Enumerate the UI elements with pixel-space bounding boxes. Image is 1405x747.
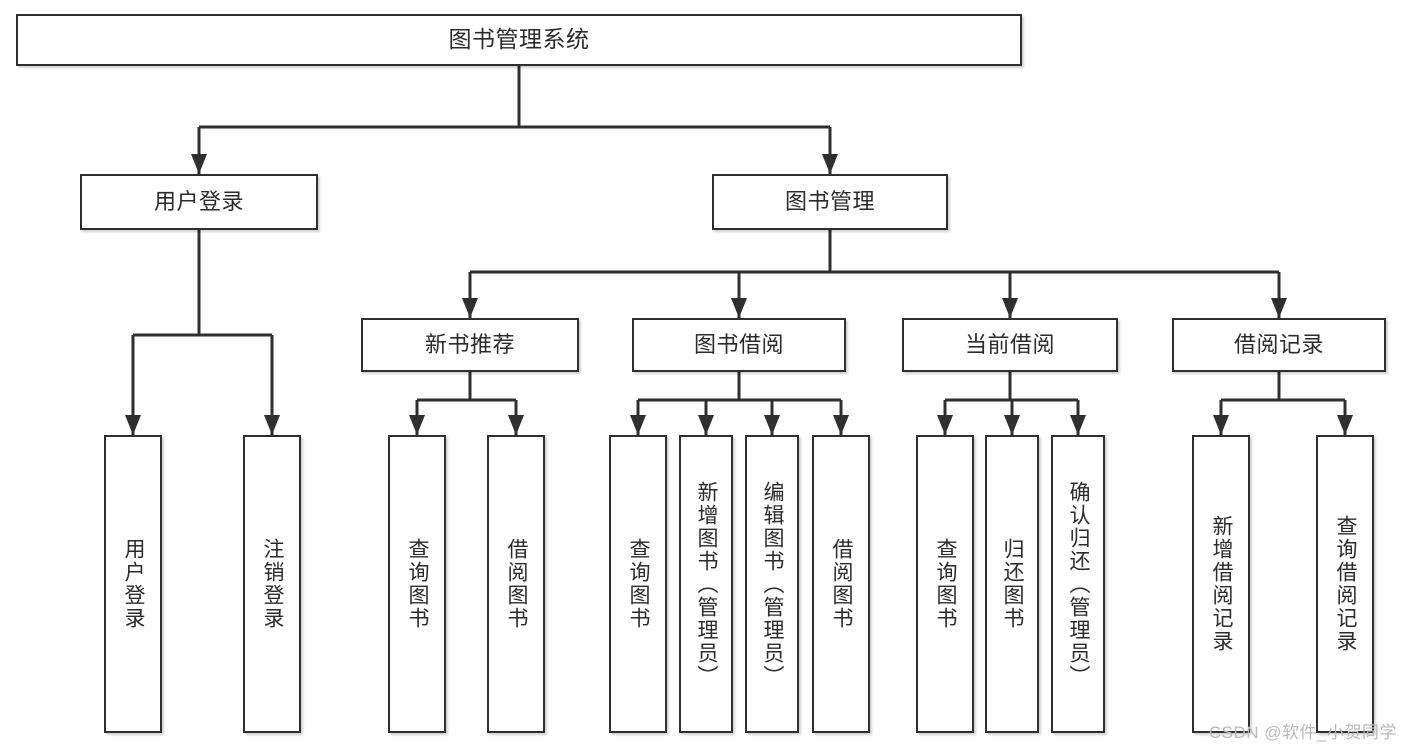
node-label: 图书借阅	[693, 332, 784, 358]
arrow-leaf-confirm-icon	[1070, 415, 1086, 435]
node-leaf-add-book[interactable]: 新增图书（管理员）	[679, 435, 733, 733]
node-label: 借阅图书	[829, 538, 853, 630]
node-label: 图书管理	[784, 189, 875, 215]
arrow-leaf-borrow-2-icon	[833, 415, 849, 435]
arrow-leaf-query-1-icon	[409, 415, 425, 435]
node-label: 注销登录	[260, 538, 284, 630]
node-leaf-query-1[interactable]: 查询图书	[388, 435, 446, 733]
node-label: 用户登录	[153, 189, 244, 215]
node-leaf-borrow-2[interactable]: 借阅图书	[812, 435, 870, 733]
arrow-leaf-return-icon	[1004, 415, 1020, 435]
node-leaf-add-record[interactable]: 新增借阅记录	[1192, 435, 1250, 733]
arrow-leaf-user-login-icon	[125, 415, 141, 435]
csdn-watermark: CSDN @软件_小贺同学	[1208, 723, 1397, 742]
arrow-user-login-icon	[191, 154, 207, 174]
arrow-book-borrow-icon	[731, 298, 747, 318]
node-current-borrow[interactable]: 当前借阅	[902, 318, 1118, 372]
node-label: 查询图书	[933, 538, 957, 630]
node-label: 用户登录	[121, 538, 145, 630]
node-leaf-edit-book[interactable]: 编辑图书（管理员）	[745, 435, 799, 733]
node-label: 编辑图书（管理员）	[760, 480, 784, 688]
node-label: 当前借阅	[964, 332, 1055, 358]
node-label: 确认归还（管理员）	[1066, 480, 1090, 688]
node-label: 新增借阅记录	[1209, 515, 1233, 653]
node-label: 新书推荐	[424, 332, 515, 358]
node-leaf-return[interactable]: 归还图书	[985, 435, 1039, 733]
arrow-leaf-query-3-icon	[937, 415, 953, 435]
node-label: 图书管理系统	[448, 26, 590, 53]
node-leaf-user-login[interactable]: 用户登录	[104, 435, 162, 733]
node-label: 归还图书	[1000, 538, 1024, 630]
node-leaf-logout[interactable]: 注销登录	[243, 435, 301, 733]
arrow-current-borrow-icon	[1002, 298, 1018, 318]
arrow-leaf-add-record-icon	[1213, 415, 1229, 435]
arrow-borrow-record-icon	[1271, 298, 1287, 318]
node-label: 借阅记录	[1233, 332, 1324, 358]
node-label: 借阅图书	[504, 538, 528, 630]
node-book-borrow[interactable]: 图书借阅	[632, 318, 846, 372]
node-leaf-query-2[interactable]: 查询图书	[609, 435, 667, 733]
node-leaf-borrow-1[interactable]: 借阅图书	[487, 435, 545, 733]
arrow-leaf-borrow-1-icon	[508, 415, 524, 435]
node-user-login[interactable]: 用户登录	[80, 174, 318, 230]
node-book-manage[interactable]: 图书管理	[712, 174, 948, 230]
node-root[interactable]: 图书管理系统	[16, 14, 1022, 66]
node-borrow-record[interactable]: 借阅记录	[1172, 318, 1386, 372]
arrow-leaf-edit-book-icon	[764, 415, 780, 435]
node-new-book-rec[interactable]: 新书推荐	[361, 318, 579, 372]
node-label: 查询借阅记录	[1333, 515, 1357, 653]
arrow-leaf-query-2-icon	[630, 415, 646, 435]
arrow-leaf-add-book-icon	[698, 415, 714, 435]
node-leaf-qry-record[interactable]: 查询借阅记录	[1316, 435, 1374, 733]
node-leaf-confirm[interactable]: 确认归还（管理员）	[1051, 435, 1105, 733]
node-label: 查询图书	[405, 538, 429, 630]
arrow-leaf-qry-record-icon	[1337, 415, 1353, 435]
node-label: 新增图书（管理员）	[694, 480, 718, 688]
node-label: 查询图书	[626, 538, 650, 630]
node-leaf-query-3[interactable]: 查询图书	[916, 435, 974, 733]
arrow-new-book-rec-icon	[462, 298, 478, 318]
arrow-book-manage-icon	[822, 154, 838, 174]
arrow-leaf-logout-icon	[264, 415, 280, 435]
